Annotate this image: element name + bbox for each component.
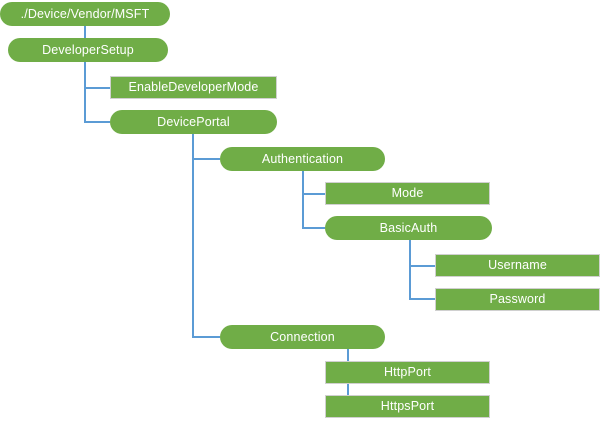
node-label-httpsport: HttpsPort: [380, 399, 435, 414]
node-mode[interactable]: Mode: [325, 182, 490, 205]
node-label-root: ./Device/Vendor/MSFT: [20, 6, 150, 21]
node-authentication[interactable]: Authentication: [220, 147, 385, 171]
node-developersetup[interactable]: DeveloperSetup: [8, 38, 168, 62]
node-connection[interactable]: Connection: [220, 325, 385, 349]
node-label-basicauth: BasicAuth: [379, 220, 438, 235]
node-basicauth[interactable]: BasicAuth: [325, 216, 492, 240]
node-httpport[interactable]: HttpPort: [325, 361, 490, 384]
node-label-password: Password: [489, 292, 546, 307]
node-password[interactable]: Password: [435, 288, 600, 311]
node-label-deviceportal: DevicePortal: [157, 114, 230, 129]
node-httpsport[interactable]: HttpsPort: [325, 395, 490, 418]
node-deviceportal[interactable]: DevicePortal: [110, 110, 277, 134]
node-label-connection: Connection: [270, 329, 335, 344]
node-label-developersetup: DeveloperSetup: [42, 42, 134, 57]
node-label-username: Username: [488, 258, 547, 273]
node-root[interactable]: ./Device/Vendor/MSFT: [0, 2, 170, 26]
node-username[interactable]: Username: [435, 254, 600, 277]
node-label-mode: Mode: [391, 186, 424, 201]
node-label-httpport: HttpPort: [383, 365, 432, 380]
node-enabledevelopermode[interactable]: EnableDeveloperMode: [110, 76, 277, 99]
node-label-enabledevelopermode: EnableDeveloperMode: [128, 80, 259, 95]
node-label-authentication: Authentication: [261, 151, 344, 166]
